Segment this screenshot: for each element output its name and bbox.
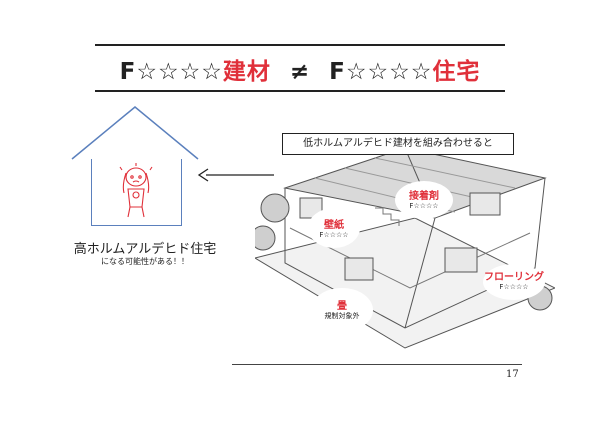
title-left-prefix: F: [119, 59, 137, 85]
title-right-prefix: F: [329, 59, 346, 85]
callout-adhesive-rating: F☆☆☆☆: [409, 202, 439, 210]
title-operator: ≠: [289, 59, 311, 85]
callout-tatami-label: 畳: [337, 301, 347, 312]
title-left-stars: ☆☆☆☆: [136, 59, 223, 85]
callout-tatami: 畳 規制対象外: [311, 288, 373, 332]
callout-wallpaper-rating: F☆☆☆☆: [319, 231, 349, 239]
title-bottom-rule: [95, 90, 505, 92]
title-text: F☆☆☆☆建材 ≠ F☆☆☆☆住宅: [95, 52, 505, 86]
callout-flooring-rating: F☆☆☆☆: [499, 283, 529, 291]
title-top-rule: [95, 44, 505, 46]
page-number: 17: [506, 369, 519, 380]
house-cutaway-illustration: [255, 148, 555, 349]
callout-wallpaper: 壁紙 F☆☆☆☆: [308, 208, 360, 248]
slide-title: F☆☆☆☆建材 ≠ F☆☆☆☆住宅: [95, 44, 505, 92]
callout-flooring-label: フローリング: [484, 272, 544, 283]
high-formaldehyde-caption: 高ホルムアルデヒド住宅: [73, 242, 217, 257]
title-left-word: 建材: [222, 59, 271, 85]
callout-wallpaper-label: 壁紙: [324, 220, 344, 231]
house-outline: [91, 159, 182, 226]
callout-tatami-note: 規制対象外: [324, 312, 360, 320]
callout-adhesive: 接着剤 F☆☆☆☆: [395, 181, 453, 219]
title-right-stars: ☆☆☆☆: [345, 59, 433, 85]
footer-rule: [232, 364, 522, 365]
combination-label: 低ホルムアルデヒド建材を組み合わせると: [282, 133, 514, 155]
left-arrow-icon: [197, 168, 274, 182]
callout-adhesive-label: 接着剤: [409, 191, 439, 202]
title-right-word: 住宅: [432, 59, 481, 85]
callout-flooring: フローリング F☆☆☆☆: [483, 264, 545, 300]
possibility-subcaption: になる可能性がある！！: [101, 257, 189, 266]
house-roof-icon: [71, 106, 199, 160]
worried-girl-icon: [119, 163, 153, 218]
